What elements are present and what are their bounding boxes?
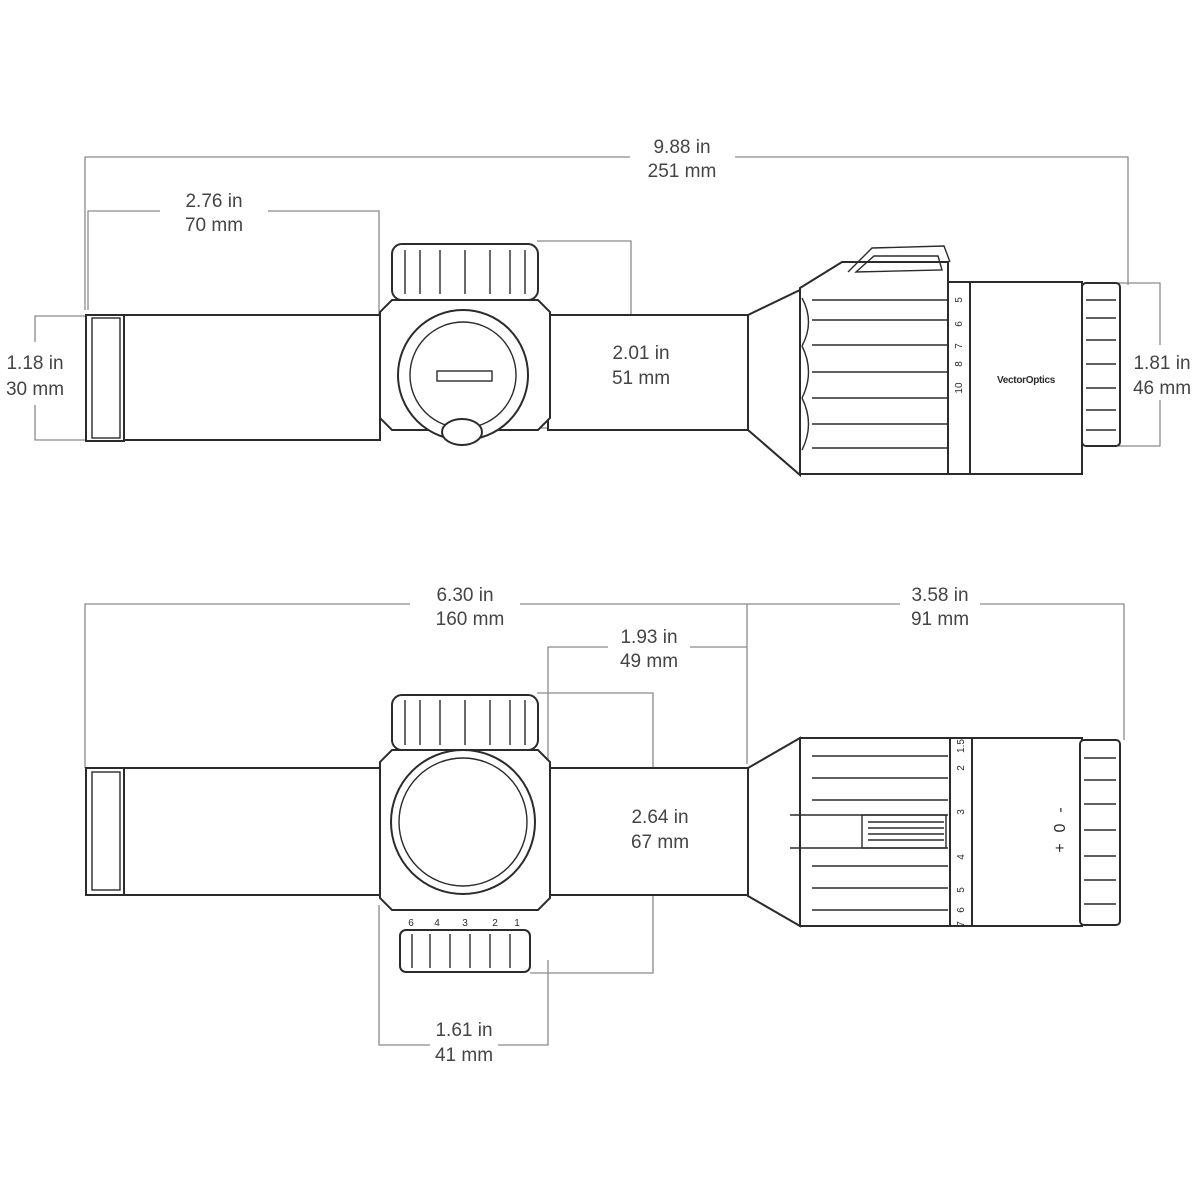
length-to-saddle-mm: 160 mm xyxy=(436,609,505,630)
top-turret-slot xyxy=(436,370,493,382)
turret-scale-3: 3 xyxy=(462,918,468,929)
top-turret-knurl xyxy=(404,250,526,294)
top-scale-band xyxy=(947,281,971,475)
turret-height-mm: 51 mm xyxy=(612,368,670,389)
side-objective-bell xyxy=(747,736,801,928)
length-to-saddle-in: 6.30 in xyxy=(436,585,493,606)
turret-scale-6: 6 xyxy=(408,918,414,929)
objective-diameter-mm: 46 mm xyxy=(1133,378,1191,399)
saddle-length-in: 1.61 in xyxy=(435,1020,492,1041)
top-dimension-labels: 9.88 in 251 mm 2.76 in 70 mm 1.18 in 30 … xyxy=(6,137,1191,400)
top-side-knob xyxy=(441,418,483,446)
side-dimension-labels: 6.30 in 160 mm 3.58 in 91 mm 1.93 in 49 … xyxy=(435,585,969,1066)
side-power-ring xyxy=(799,737,951,927)
turret-scale-4: 4 xyxy=(434,918,440,929)
top-focus-knurl xyxy=(1086,299,1116,431)
top-scale-7: 7 xyxy=(954,343,965,349)
objective-length-mm: 91 mm xyxy=(911,609,969,630)
eyepiece-length-in: 2.76 in xyxy=(185,191,242,212)
top-tube xyxy=(85,314,381,441)
side-magnification-scale: 1.5 2 3 4 5 6 7 xyxy=(956,739,967,927)
top-objective-bell xyxy=(747,288,801,478)
turret-height-in: 2.01 in xyxy=(612,343,669,364)
side-focus-knurl xyxy=(1084,757,1116,905)
objective-length-in: 3.58 in xyxy=(911,585,968,606)
side-scale-3: 3 xyxy=(956,809,967,815)
tube-diameter-mm: 30 mm xyxy=(6,379,64,400)
focus-plus: + xyxy=(1052,843,1069,852)
top-dimension-lines xyxy=(34,156,1161,447)
focus-marks: + 0 - xyxy=(1052,807,1069,852)
side-scale-4: 4 xyxy=(956,854,967,860)
top-eyepiece xyxy=(85,314,125,442)
focus-zero: 0 xyxy=(1052,823,1069,832)
top-objective-body xyxy=(969,281,1083,475)
turret-width-in: 2.64 in xyxy=(631,807,688,828)
side-eyepiece xyxy=(85,767,125,896)
top-scale-5: 5 xyxy=(954,297,965,303)
top-scale-10: 10 xyxy=(954,382,965,394)
eyepiece-length-mm: 70 mm xyxy=(185,215,243,236)
overall-length-in: 9.88 in xyxy=(653,137,710,158)
side-scale-1-5: 1.5 xyxy=(956,739,967,753)
side-scale-5: 5 xyxy=(956,887,967,893)
side-scale-7: 7 xyxy=(956,921,967,927)
side-dimension-lines xyxy=(84,603,1125,1046)
side-focus-ring xyxy=(1079,739,1121,926)
objective-diameter-in: 1.81 in xyxy=(1133,353,1190,374)
overall-length-mm: 251 mm xyxy=(648,161,717,182)
side-illumination-dial xyxy=(399,929,531,973)
turret-scale-1: 1 xyxy=(514,918,520,929)
top-scale-6: 6 xyxy=(954,321,965,327)
top-power-ring-grooves xyxy=(801,297,948,451)
focus-minus: - xyxy=(1052,807,1069,812)
side-throw-lever xyxy=(861,814,947,849)
saddle-length-mm: 41 mm xyxy=(435,1045,493,1066)
turret-scale-2: 2 xyxy=(492,918,498,929)
side-view-scope xyxy=(85,694,1121,973)
top-view-scope xyxy=(85,243,1121,478)
top-power-ring xyxy=(799,261,949,475)
top-scale-8: 8 xyxy=(954,361,965,367)
saddle-offset-mm: 49 mm xyxy=(620,651,678,672)
brand-logo: VectorOptics xyxy=(997,375,1056,386)
side-tube xyxy=(85,767,381,896)
turret-width-mm: 67 mm xyxy=(631,832,689,853)
side-scale-2: 2 xyxy=(956,765,967,771)
saddle-offset-in: 1.93 in xyxy=(620,627,677,648)
tube-diameter-in: 1.18 in xyxy=(6,353,63,374)
side-scale-6: 6 xyxy=(956,907,967,913)
side-turret-scale: 6 4 3 2 1 xyxy=(408,918,520,929)
side-objective-body xyxy=(971,737,1083,927)
side-elevation-turret xyxy=(390,749,536,895)
top-magnification-scale: 10 8 7 6 5 xyxy=(954,297,965,394)
